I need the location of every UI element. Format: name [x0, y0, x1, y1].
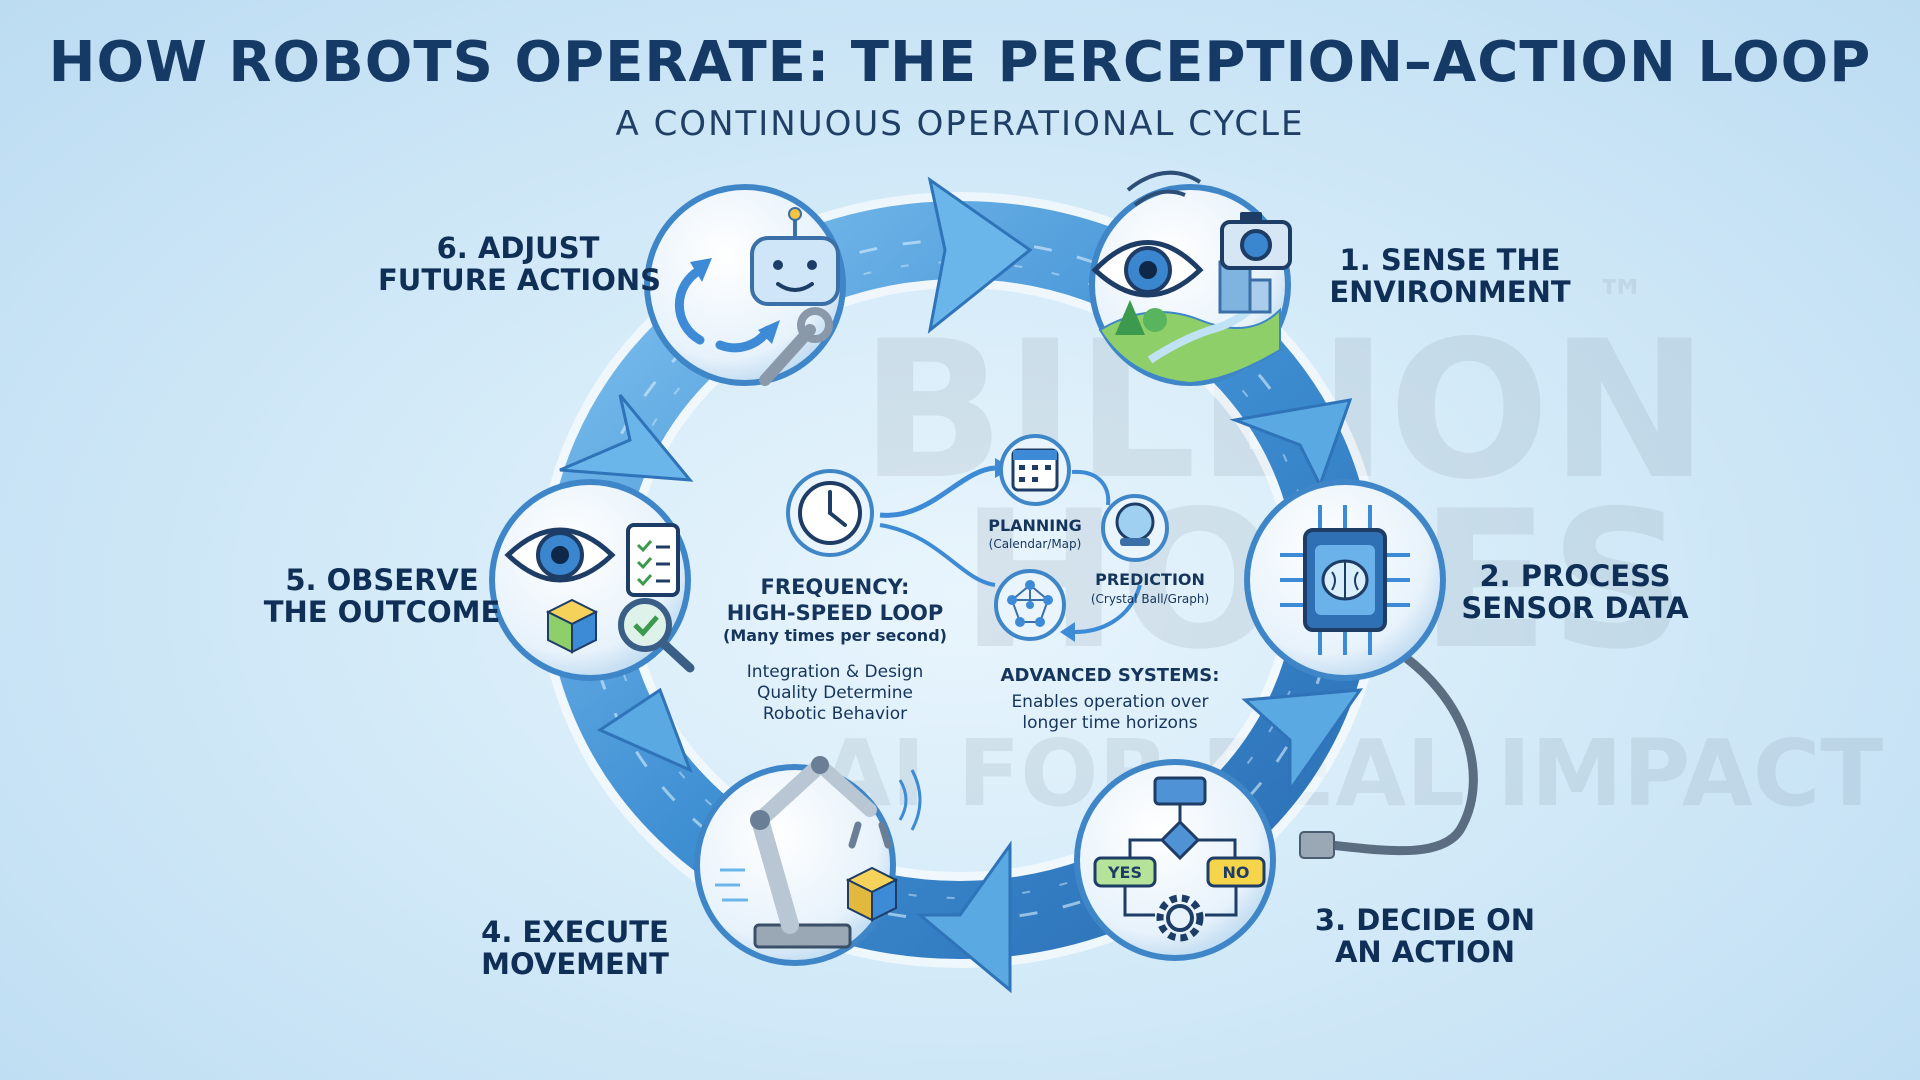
planning-label: PLANNING [988, 516, 1082, 535]
advanced-systems-description: Enables operation over longer time horiz… [985, 692, 1235, 734]
step-5-label-line-2: THE OUTCOME [263, 595, 501, 629]
medallion-sense [1089, 170, 1292, 386]
step-2-label: 2. PROCESS SENSOR DATA [1455, 560, 1695, 624]
advanced-systems-line-1: Enables operation over [1011, 692, 1209, 712]
prediction-sublabel: (Crystal Ball/Graph) [1090, 592, 1210, 606]
arrow-5-to-6 [559, 394, 694, 482]
medallion-adjust [644, 184, 846, 386]
camera-icon [1220, 212, 1292, 270]
clock-icon [786, 469, 874, 557]
usb-plug-icon [1299, 831, 1335, 859]
integration-note-line-2: Quality Determine [756, 683, 914, 703]
integration-note-line-3: Robotic Behavior [762, 704, 908, 724]
usb-cable-icon [1325, 645, 1478, 856]
step-3-label-line-2: AN ACTION [1334, 935, 1516, 969]
checklist-icon [626, 523, 680, 597]
advanced-systems-title: ADVANCED SYSTEMS: [1000, 665, 1220, 686]
integration-note-line-1: Integration & Design [746, 662, 924, 682]
planning-sublabel: (Calendar/Map) [988, 537, 1082, 551]
step-6-label-line-1: 6. ADJUST [436, 231, 600, 265]
arrow-6-to-1 [927, 176, 1033, 334]
wifi-signal-icon [1126, 170, 1202, 207]
step-4-label-line-1: 4. EXECUTE [481, 915, 669, 949]
step-3-label: 3. DECIDE ON AN ACTION [1310, 904, 1540, 968]
step-5-label: 5. OBSERVE THE OUTCOME [262, 564, 502, 628]
gear-icon [1156, 894, 1204, 942]
wrench-icon [759, 307, 833, 386]
advanced-systems-line-2: longer time horizons [1022, 713, 1198, 733]
magnifier-check-icon [618, 598, 695, 673]
arrow-4-to-5 [596, 687, 693, 773]
connector-arrow [1074, 584, 1142, 634]
step-1-label-line-2: ENVIRONMENT [1329, 275, 1571, 309]
frequency-subtitle: (Many times per second) [723, 626, 947, 645]
connector-arrow [1071, 469, 1111, 506]
step-6-label-line-2: FUTURE ACTIONS [378, 263, 662, 297]
connector-arrowhead [1060, 622, 1075, 642]
medallion-decide: YES NO [1074, 759, 1276, 961]
watermark-line-3: AI FOR REAL IMPACT [820, 720, 1884, 827]
step-1-label-line-1: 1. SENSE THE [1339, 243, 1561, 277]
step-1-label: 1. SENSE THE ENVIRONMENT [1325, 244, 1575, 308]
cube-icon [545, 598, 599, 654]
step-4-label: 4. EXECUTE MOVEMENT [460, 916, 690, 980]
step-2-label-line-2: SENSOR DATA [1461, 591, 1689, 625]
step-2-label-line-1: 2. PROCESS [1479, 559, 1671, 593]
step-3-label-line-1: 3. DECIDE ON [1314, 903, 1536, 937]
page-title: HOW ROBOTS OPERATE: THE PERCEPTION–ACTIO… [48, 30, 1872, 95]
step-4-label-line-2: MOVEMENT [481, 947, 669, 981]
frequency-title-line-1: FREQUENCY: [760, 575, 910, 599]
frequency-title: FREQUENCY: HIGH-SPEED LOOP [720, 574, 950, 626]
page-subtitle: A CONTINUOUS OPERATIONAL CYCLE [615, 104, 1305, 144]
flowchart-icon: YES NO [1093, 776, 1266, 917]
robot-head-icon [750, 207, 840, 306]
medallion-execute [694, 756, 922, 966]
yes-label: YES [1107, 863, 1142, 882]
connector-arrow [879, 465, 996, 518]
network-graph-icon [994, 569, 1066, 641]
connector-arrow [879, 523, 996, 587]
step-5-label-line-1: 5. OBSERVE [285, 563, 479, 597]
arrow-2-to-3 [1241, 688, 1364, 795]
medallion-process [1244, 479, 1446, 681]
calendar-icon [999, 434, 1071, 506]
integration-note: Integration & Design Quality Determine R… [720, 662, 950, 725]
robotic-arm-icon [715, 756, 922, 949]
prediction-label: PREDICTION [1095, 570, 1205, 589]
eye-icon [504, 527, 616, 583]
no-label: NO [1223, 863, 1250, 882]
cube-icon [845, 866, 899, 922]
step-6-label: 6. ADJUST FUTURE ACTIONS [378, 231, 662, 297]
watermark-trademark: ™ [1595, 270, 1647, 330]
eye-icon [1091, 240, 1204, 298]
refresh-arrows-icon [674, 258, 780, 353]
frequency-title-line-2: HIGH-SPEED LOOP [726, 601, 944, 625]
medallion-observe [489, 479, 695, 681]
crystal-ball-icon [1101, 494, 1169, 562]
brain-icon [1321, 559, 1369, 601]
landscape-icon [1098, 260, 1281, 385]
arrow-3-to-4 [915, 840, 1012, 994]
arrowheads [559, 176, 1364, 994]
